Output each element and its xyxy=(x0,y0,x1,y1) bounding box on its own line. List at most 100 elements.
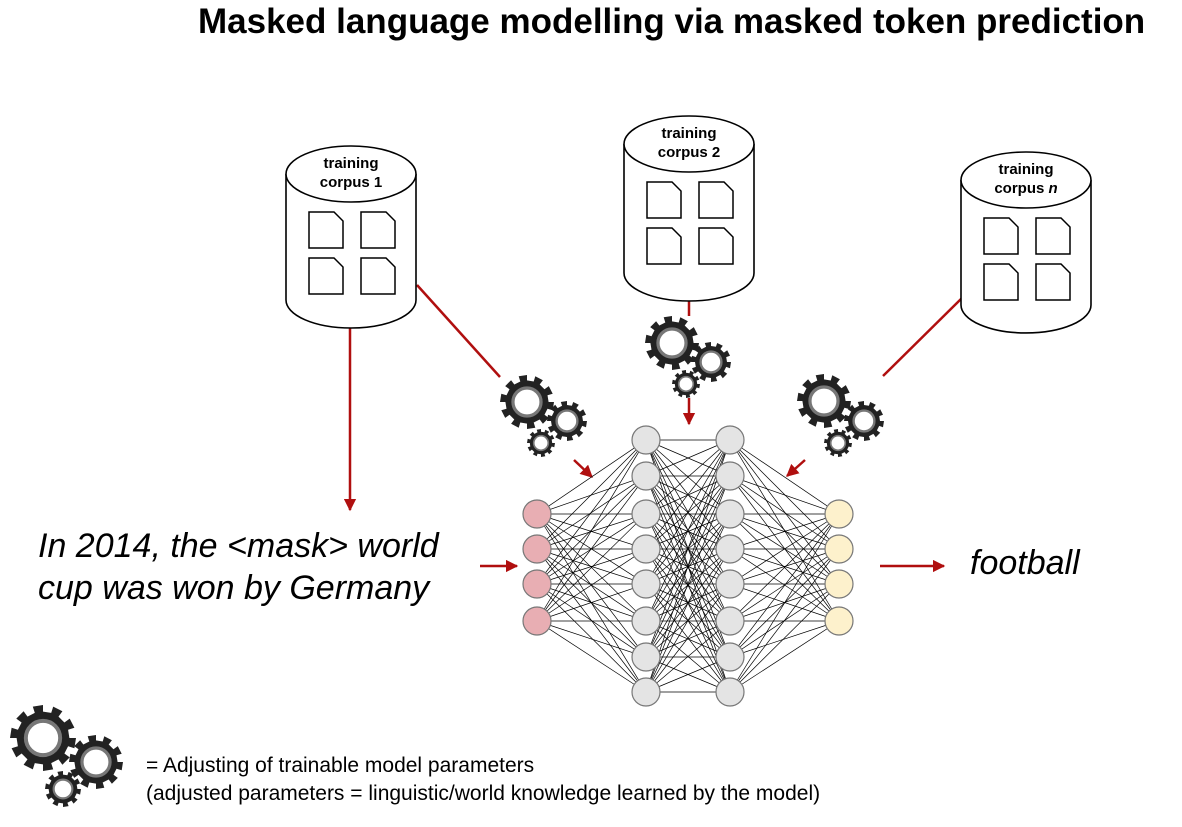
output-node xyxy=(824,534,854,564)
gear-icon xyxy=(45,771,81,807)
network-edge xyxy=(729,439,840,622)
gear-group-2 xyxy=(645,316,731,398)
hidden-node xyxy=(715,677,745,707)
hidden-node xyxy=(631,677,661,707)
network-edge xyxy=(536,583,647,658)
network-edge xyxy=(536,513,647,622)
network-edge xyxy=(729,620,840,658)
network-edge xyxy=(645,439,731,550)
document-icon xyxy=(360,257,396,295)
network-edge xyxy=(536,439,647,515)
network-edge xyxy=(645,439,731,585)
input-sentence-line2: cup was won by Germany xyxy=(38,569,430,607)
gear-icon xyxy=(69,735,123,789)
hidden-node xyxy=(631,606,661,636)
network-edge xyxy=(729,513,840,550)
network-edge xyxy=(729,475,840,515)
output-node xyxy=(824,569,854,599)
gear-icon xyxy=(672,370,700,398)
page-title: Masked language modelling via masked tok… xyxy=(198,2,1146,41)
hidden-node xyxy=(631,461,661,491)
hidden-node xyxy=(715,461,745,491)
database-icon-corpus-2: training corpus 2 xyxy=(623,115,755,302)
arrow-corpusn-diagonal xyxy=(882,296,964,377)
hidden-node xyxy=(631,642,661,672)
input-node xyxy=(522,569,552,599)
input-node xyxy=(522,499,552,529)
network-edge xyxy=(729,548,840,693)
legend-line1: = Adjusting of trainable model parameter… xyxy=(146,754,535,777)
network-edge xyxy=(536,439,647,585)
document-icon xyxy=(646,181,682,219)
gear-icon xyxy=(645,316,699,370)
network-edge xyxy=(729,475,840,550)
network-edge xyxy=(645,513,731,622)
network-edge xyxy=(536,583,647,622)
gear-icon xyxy=(547,401,587,441)
gear-icon xyxy=(797,374,851,428)
network-edge xyxy=(645,548,731,693)
network-edge xyxy=(729,439,840,515)
network-edge xyxy=(645,513,731,550)
network-edge xyxy=(729,513,840,585)
network-edge xyxy=(729,513,840,658)
hidden-node xyxy=(715,642,745,672)
network-edge xyxy=(536,475,647,622)
gear-icon xyxy=(500,375,554,429)
hidden-node xyxy=(715,606,745,636)
network-edge xyxy=(645,583,731,693)
network-edge xyxy=(729,513,840,622)
network-edge xyxy=(536,475,647,515)
network-edge xyxy=(729,475,840,585)
network-edge xyxy=(536,583,647,693)
document-icon xyxy=(983,217,1019,255)
gear-icon xyxy=(824,429,852,457)
network-edge xyxy=(729,513,840,693)
network-edge xyxy=(645,439,731,622)
gear-icon xyxy=(10,705,76,771)
network-edge xyxy=(536,439,647,550)
network-edges xyxy=(536,439,840,693)
network-edge xyxy=(536,439,647,622)
network-edge xyxy=(645,513,731,693)
legend-text: = Adjusting of trainable model parameter… xyxy=(146,752,820,808)
network-edge xyxy=(645,439,731,693)
arrow-gear3-to-network xyxy=(786,459,806,477)
network-edge xyxy=(729,583,840,693)
hidden-node xyxy=(715,425,745,455)
network-edge xyxy=(645,439,731,515)
network-edge xyxy=(536,548,647,658)
gear-group-1 xyxy=(500,375,587,457)
arrow-corpus1-diagonal xyxy=(416,284,501,378)
output-node xyxy=(824,606,854,636)
arrows xyxy=(343,284,964,573)
hidden-node xyxy=(715,534,745,564)
network-edge xyxy=(645,513,731,658)
network-edge xyxy=(729,439,840,585)
input-node xyxy=(522,534,552,564)
gear-groups xyxy=(10,316,884,807)
document-icon xyxy=(646,227,682,265)
gear-icon xyxy=(844,401,884,441)
hidden-node xyxy=(715,499,745,529)
network-edge xyxy=(729,548,840,585)
document-icon xyxy=(308,257,344,295)
network-edge xyxy=(729,475,840,622)
network-edge xyxy=(645,620,731,693)
network-edge xyxy=(536,513,647,550)
hidden-node xyxy=(631,534,661,564)
corpus-label-line1: training xyxy=(999,161,1054,178)
document-icon xyxy=(1035,217,1071,255)
corpus-label-line1: training xyxy=(324,155,379,172)
network-edge xyxy=(729,439,840,550)
document-icon xyxy=(1035,263,1071,301)
corpus-label-line2: corpus n xyxy=(994,180,1057,197)
corpus-label-line2: corpus 2 xyxy=(658,144,721,161)
document-icon xyxy=(308,211,344,249)
database-icon-corpus-3: training corpus n xyxy=(960,151,1092,334)
input-sentence-line1: In 2014, the <mask> world xyxy=(38,527,439,565)
corpus-label-line1: training xyxy=(662,125,717,142)
